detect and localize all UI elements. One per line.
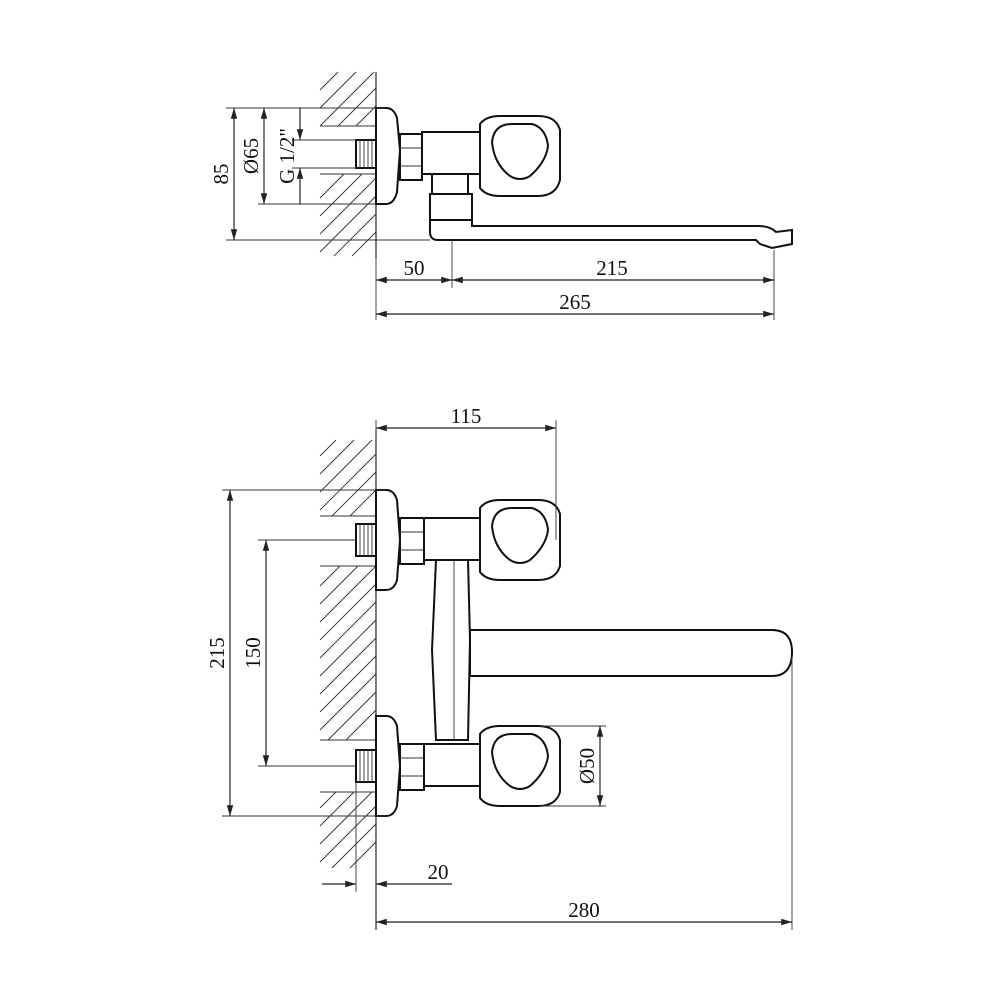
dim-spout-length-label: 280 bbox=[568, 898, 600, 922]
top-view: 85 Ø65 G 1/2" 50 215 265 bbox=[209, 71, 793, 320]
dim-inlet-spacing-label: 150 bbox=[241, 637, 265, 669]
dim-height-label: 85 bbox=[209, 164, 233, 185]
dim-handle-diameter-label: Ø50 bbox=[575, 748, 599, 784]
dim-total-height-label: 215 bbox=[205, 637, 229, 669]
dim-flange-diameter-label: Ø65 bbox=[239, 138, 263, 174]
wall-hatch-front bbox=[319, 430, 377, 930]
dim-total-length-label: 265 bbox=[559, 290, 591, 314]
front-view-dimensions bbox=[222, 420, 793, 930]
dim-thread-label: G 1/2" bbox=[275, 128, 299, 184]
wall-hatch-top bbox=[319, 71, 377, 258]
top-view-dimensions bbox=[226, 107, 775, 320]
front-view: 115 215 150 Ø50 20 280 bbox=[205, 404, 794, 930]
dim-spout-reach-label: 215 bbox=[596, 256, 628, 280]
faucet-front-body bbox=[355, 489, 794, 817]
dim-width-label: 115 bbox=[451, 404, 482, 428]
dim-thread-projection-label: 20 bbox=[428, 860, 449, 884]
dim-wall-offset-label: 50 bbox=[404, 256, 425, 280]
faucet-side-body bbox=[355, 107, 793, 250]
